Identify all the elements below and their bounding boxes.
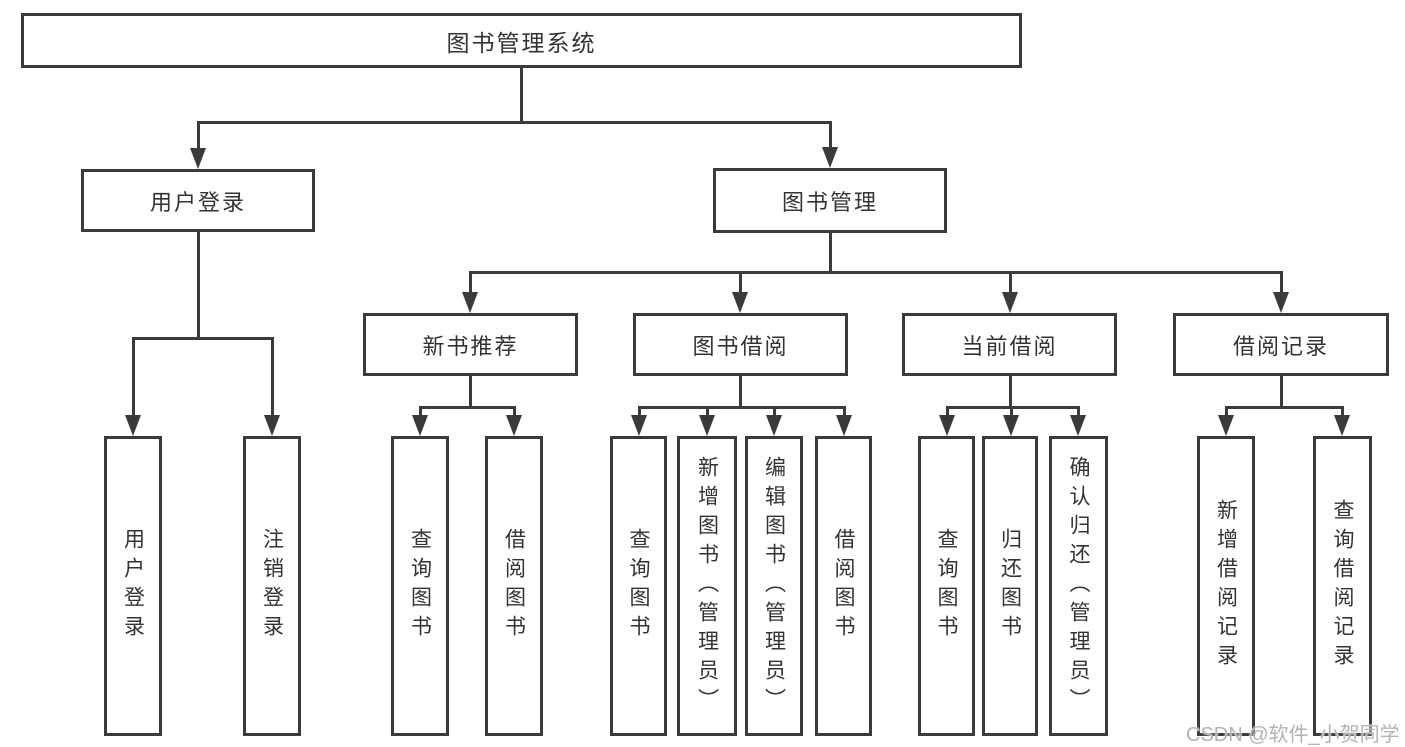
leaf-borrow-books-recommend: 借阅图书 — [485, 436, 543, 736]
arrowhead-icon — [939, 415, 955, 436]
connector-drop — [945, 406, 949, 416]
leaf-query-borrow-record: 查询借阅记录 — [1313, 436, 1372, 736]
arrowhead-icon — [264, 415, 280, 436]
connector-bar — [418, 406, 516, 409]
arrowhead-icon — [836, 415, 852, 436]
node-label: 新书推荐 — [422, 333, 519, 359]
leaf-edit-book-admin: 编辑图书（管理员） — [745, 436, 803, 736]
node-borrowing-records: 借阅记录 — [1173, 313, 1389, 376]
connector-stem — [196, 232, 200, 340]
node-label: 当前借阅 — [961, 333, 1058, 359]
node-root: 图书管理系统 — [21, 13, 1022, 68]
node-label: 用户登录 — [121, 528, 145, 644]
leaf-add-borrow-record: 新增借阅记录 — [1197, 436, 1255, 736]
arrowhead-icon — [631, 415, 647, 436]
leaf-confirm-return-admin: 确认归还（管理员） — [1049, 436, 1108, 736]
connector-drop — [637, 406, 641, 416]
connector-drop — [1279, 271, 1283, 293]
arrowhead-icon — [1334, 415, 1350, 436]
arrowhead-icon — [190, 148, 206, 169]
leaf-return-books: 归还图书 — [982, 436, 1038, 736]
node-label: 借阅记录 — [1232, 333, 1329, 359]
node-label: 新增借阅记录 — [1214, 499, 1238, 673]
arrowhead-icon — [822, 147, 838, 168]
arrowhead-icon — [125, 415, 141, 436]
node-label: 注销登录 — [260, 528, 284, 644]
connector-stem — [1279, 376, 1283, 409]
connector-stem — [828, 233, 832, 274]
connector-drop — [468, 271, 472, 293]
node-label: 查询图书 — [627, 528, 650, 644]
connector-drop — [705, 406, 709, 416]
connector-drop — [842, 406, 846, 416]
connector-drop — [418, 406, 422, 416]
connector-stem — [468, 376, 472, 409]
connector-drop — [1224, 406, 1228, 416]
connector-drop — [1009, 406, 1013, 416]
arrowhead-icon — [1273, 292, 1289, 313]
node-book-borrowing: 图书借阅 — [633, 313, 848, 376]
node-label: 编辑图书（管理员） — [762, 455, 786, 717]
connector-drop — [270, 337, 274, 416]
node-label: 查询借阅记录 — [1331, 499, 1354, 673]
node-label: 图书管理系统 — [446, 29, 597, 56]
node-label: 图书借阅 — [692, 333, 789, 359]
leaf-add-book-admin: 新增图书（管理员） — [677, 436, 737, 736]
node-label: 借阅图书 — [502, 528, 526, 644]
leaf-query-books-borrowing: 查询图书 — [610, 436, 667, 736]
connector-drop — [196, 121, 200, 149]
node-book-management: 图书管理 — [713, 168, 947, 233]
connector-bar — [945, 406, 1080, 409]
connector-drop — [1076, 406, 1080, 416]
connector-drop — [1340, 406, 1344, 416]
watermark: CSDN @软件_小贺同学 — [1186, 724, 1400, 746]
leaf-query-books-recommend: 查询图书 — [391, 436, 449, 736]
node-label: 查询图书 — [935, 528, 958, 644]
connector-stem — [738, 376, 742, 409]
leaf-borrow-books-borrowing: 借阅图书 — [815, 436, 872, 736]
node-label: 新增图书（管理员） — [695, 455, 719, 717]
connector-drop — [512, 406, 516, 416]
connector-drop — [1008, 271, 1012, 293]
arrowhead-icon — [506, 415, 522, 436]
node-current-borrowing: 当前借阅 — [902, 313, 1117, 376]
connector-bar — [468, 271, 1283, 274]
connector-drop — [828, 121, 832, 148]
connector-stem — [1008, 376, 1012, 409]
arrowhead-icon — [732, 292, 748, 313]
arrowhead-icon — [1003, 415, 1019, 436]
node-label: 图书管理 — [781, 189, 878, 215]
leaf-query-books-current: 查询图书 — [918, 436, 975, 736]
connector-bar — [1224, 406, 1344, 409]
node-label: 查询图书 — [408, 528, 432, 644]
connector-drop — [131, 337, 135, 416]
node-new-book-recommendation: 新书推荐 — [363, 313, 578, 376]
arrowhead-icon — [412, 415, 428, 436]
connector-bar — [131, 337, 274, 340]
arrowhead-icon — [462, 292, 478, 313]
connector-bar — [637, 406, 846, 409]
connector-stem — [519, 68, 523, 124]
arrowhead-icon — [1218, 415, 1234, 436]
connector-bar — [196, 121, 832, 124]
arrowhead-icon — [766, 415, 782, 436]
node-user-login: 用户登录 — [81, 169, 315, 232]
leaf-user-login: 用户登录 — [104, 436, 162, 736]
arrowhead-icon — [1070, 415, 1086, 436]
arrowhead-icon — [699, 415, 715, 436]
node-label: 借阅图书 — [832, 528, 855, 644]
node-label: 用户登录 — [149, 189, 246, 215]
node-label: 归还图书 — [998, 528, 1022, 644]
connector-drop — [738, 271, 742, 293]
node-label: 确认归还（管理员） — [1067, 455, 1090, 717]
arrowhead-icon — [1002, 292, 1018, 313]
connector-drop — [772, 406, 776, 416]
leaf-logout-login: 注销登录 — [243, 436, 301, 736]
